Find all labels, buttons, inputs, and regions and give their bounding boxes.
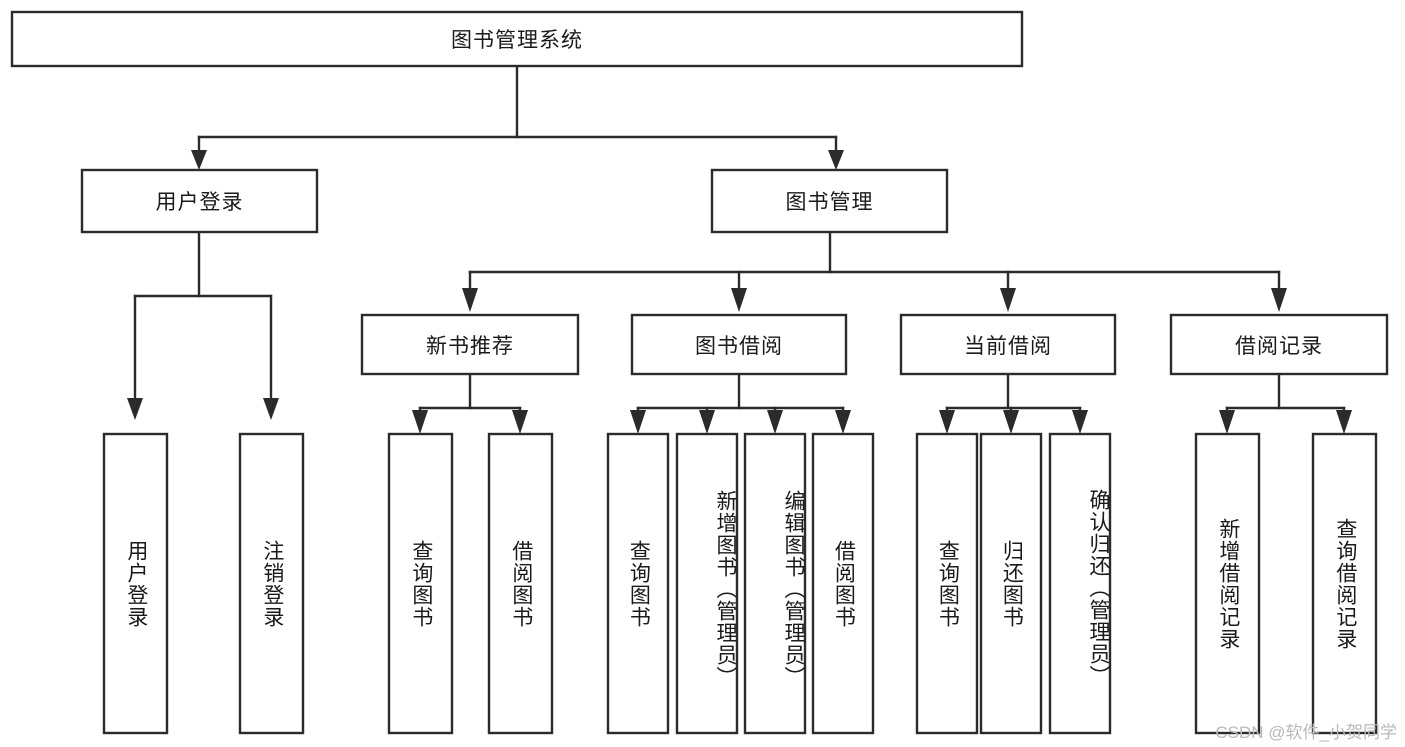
connector-borrow-record-to-leaves: [1219, 373, 1352, 434]
connector-user-login-to-leaves: [127, 230, 279, 420]
arrow-head-icon: [1003, 410, 1019, 434]
arrow-head-icon: [1219, 410, 1235, 434]
arrow-head-icon: [699, 410, 715, 434]
arrow-head-icon: [462, 288, 478, 312]
leaf-box-current-borrow-1[interactable]: [979, 432, 1043, 735]
connector-book-manage-to-tier2: [462, 230, 1287, 312]
arrow-head-icon: [767, 410, 783, 434]
arrow-head-icon: [263, 398, 279, 420]
arrow-head-icon: [412, 410, 428, 434]
leaf-box-new-book-1[interactable]: [487, 432, 554, 735]
arrow-head-icon: [1072, 410, 1088, 434]
arrow-head-icon: [1000, 288, 1016, 312]
leaf-box-book-borrow-0[interactable]: [606, 432, 670, 735]
arrow-head-icon: [1271, 288, 1287, 312]
arrow-head-icon: [630, 410, 646, 434]
arrow-head-icon: [191, 150, 207, 170]
connector-book-borrow-to-leaves: [630, 373, 851, 434]
node-box-borrow-record[interactable]: [1169, 313, 1389, 376]
arrow-head-icon: [731, 288, 747, 312]
leaf-box-borrow-record-1[interactable]: [1311, 432, 1378, 735]
arrow-head-icon: [939, 410, 955, 434]
leaf-box-user-login-0[interactable]: [102, 432, 169, 735]
node-box-user-login[interactable]: [80, 168, 319, 234]
leaf-box-user-login-1[interactable]: [238, 432, 305, 735]
node-box-book-borrow[interactable]: [630, 313, 848, 376]
arrow-head-icon: [828, 150, 844, 170]
leaf-box-current-borrow-0[interactable]: [915, 432, 979, 735]
leaf-box-borrow-record-0[interactable]: [1194, 432, 1261, 735]
node-box-new-book-recommend[interactable]: [360, 313, 580, 376]
arrow-head-icon: [835, 410, 851, 434]
leaf-box-new-book-0[interactable]: [387, 432, 454, 735]
arrow-head-icon: [512, 410, 528, 434]
node-box-root[interactable]: [10, 10, 1024, 68]
connector-root-to-tier1: [191, 64, 844, 170]
connector-new-book-to-leaves: [412, 373, 528, 434]
arrow-head-icon: [127, 398, 143, 420]
leaf-box-book-borrow-3[interactable]: [811, 432, 875, 735]
leaf-box-book-borrow-1[interactable]: [675, 432, 739, 735]
connector-current-borrow-to-leaves: [939, 373, 1088, 434]
node-box-current-borrow[interactable]: [899, 313, 1117, 376]
arrow-head-icon: [1336, 410, 1352, 434]
leaf-box-book-borrow-2[interactable]: [743, 432, 807, 735]
node-box-book-manage[interactable]: [710, 168, 949, 234]
leaf-box-current-borrow-2[interactable]: [1048, 432, 1112, 735]
watermark-label: CSDN @软件_小贺同学: [1215, 723, 1397, 742]
